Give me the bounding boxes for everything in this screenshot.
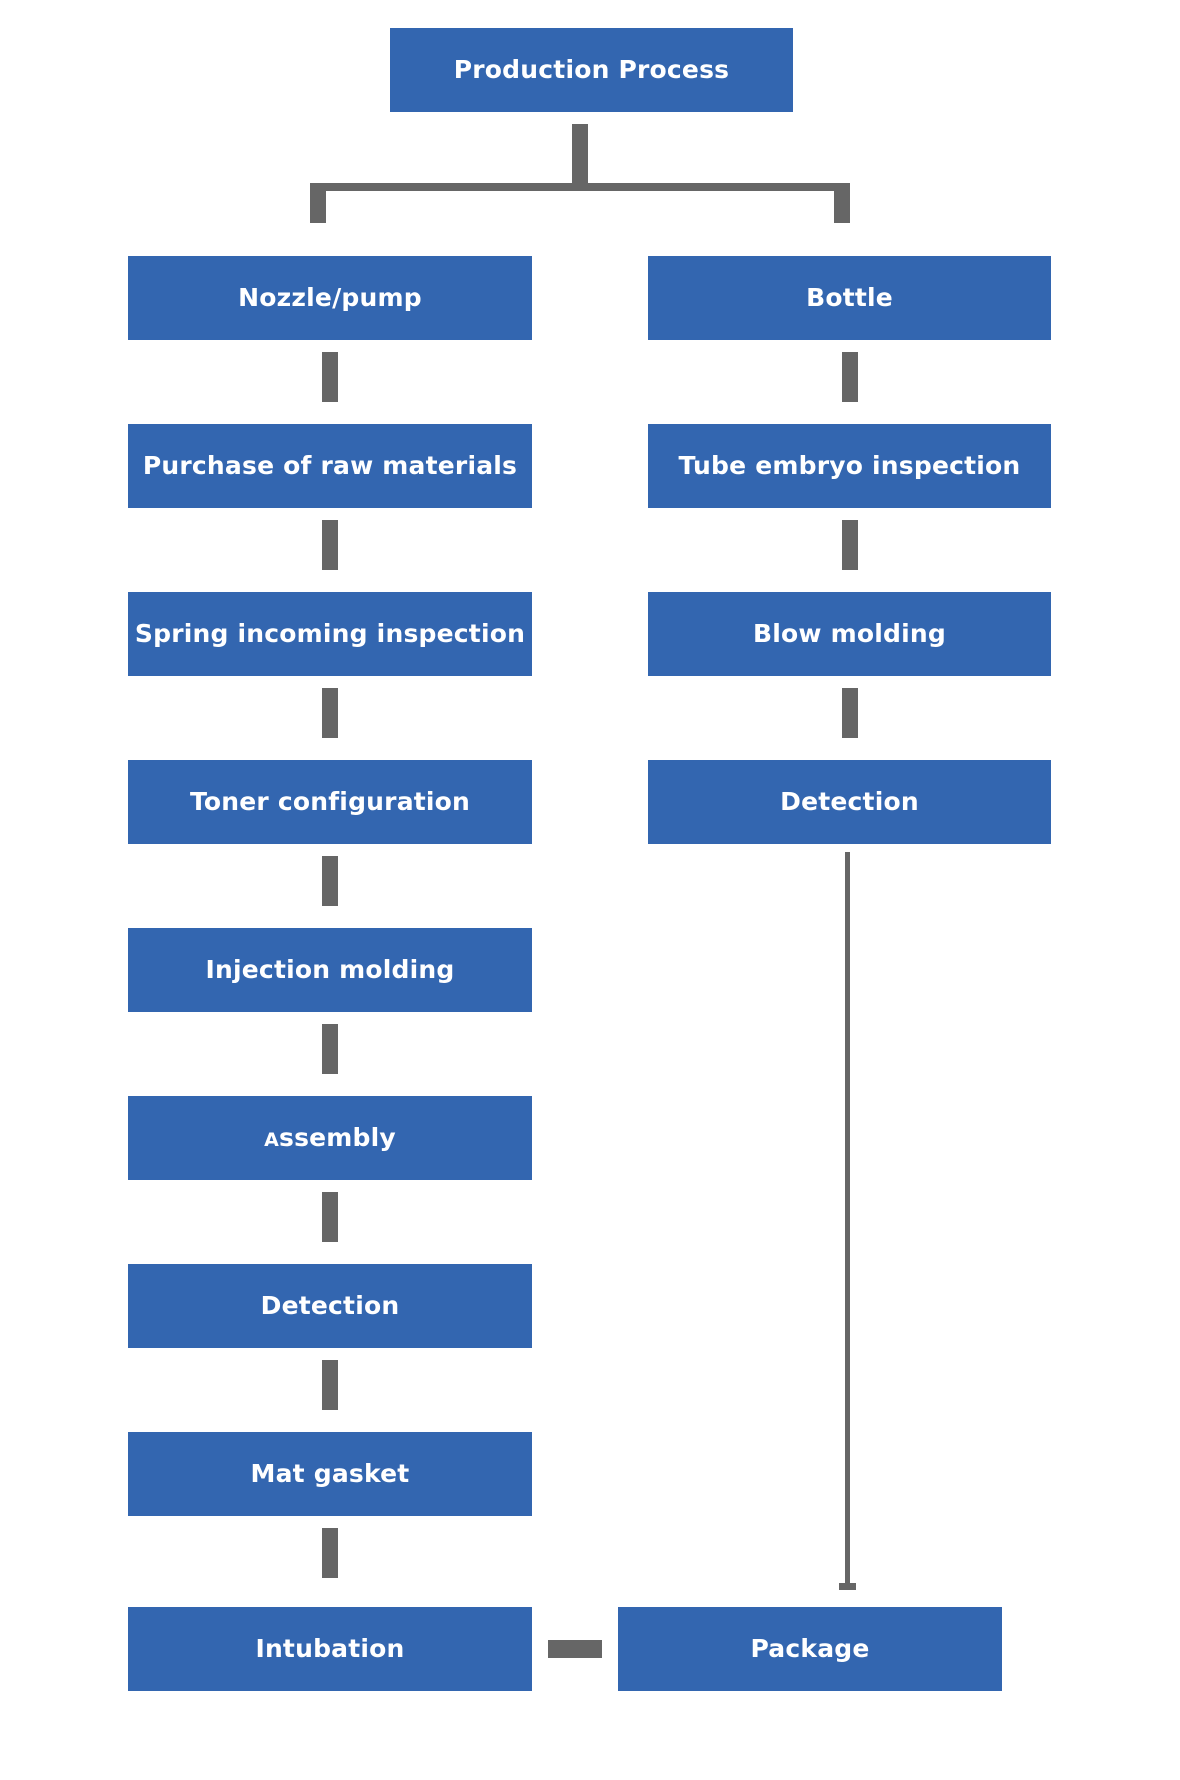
- connector-root-stub: [572, 124, 588, 183]
- node-bottle[interactable]: Bottle: [648, 256, 1051, 340]
- connector-purchase-to-spring: [322, 520, 338, 570]
- node-detection-left-label: Detection: [260, 1291, 400, 1320]
- node-assembly[interactable]: Assembly: [128, 1096, 532, 1180]
- node-intubation[interactable]: Intubation: [128, 1607, 532, 1691]
- node-nozzle-pump[interactable]: Nozzle/pump: [128, 256, 532, 340]
- node-spring-incoming-inspection[interactable]: Spring incoming inspection: [128, 592, 532, 676]
- node-blow-molding[interactable]: Blow molding: [648, 592, 1051, 676]
- node-injection-molding-label: Injection molding: [205, 955, 455, 984]
- connector-split-right-descender: [834, 183, 850, 223]
- node-detection-right[interactable]: Detection: [648, 760, 1051, 844]
- node-purchase-of-raw-materials[interactable]: Purchase of raw materials: [128, 424, 532, 508]
- connector-detection-to-package-arrowhead: [839, 1583, 856, 1590]
- connector-split-bar: [310, 183, 850, 191]
- node-spring-incoming-inspection-label: Spring incoming inspection: [134, 619, 526, 648]
- connector-spring-to-toner: [322, 688, 338, 738]
- node-mat-gasket[interactable]: Mat gasket: [128, 1432, 532, 1516]
- connector-nozzle-to-purchase: [322, 352, 338, 402]
- node-detection-left[interactable]: Detection: [128, 1264, 532, 1348]
- connector-injection-to-assembly: [322, 1024, 338, 1074]
- node-purchase-of-raw-materials-label: Purchase of raw materials: [142, 451, 518, 480]
- node-bottle-label: Bottle: [806, 283, 893, 312]
- connector-toner-to-injection: [322, 856, 338, 906]
- node-assembly-label: Assembly: [264, 1123, 396, 1153]
- node-production-process[interactable]: Production Process: [390, 28, 793, 112]
- node-detection-right-label: Detection: [780, 787, 919, 816]
- node-package[interactable]: Package: [618, 1607, 1002, 1691]
- node-tube-embryo-inspection[interactable]: Tube embryo inspection: [648, 424, 1051, 508]
- connector-tube-embryo-to-blow-molding: [842, 520, 858, 570]
- node-mat-gasket-label: Mat gasket: [250, 1459, 410, 1488]
- node-toner-configuration[interactable]: Toner configuration: [128, 760, 532, 844]
- node-blow-molding-label: Blow molding: [753, 619, 946, 648]
- connector-blow-molding-to-detection: [842, 688, 858, 738]
- connector-bottle-to-tube-embryo: [842, 352, 858, 402]
- connector-assembly-to-detection: [322, 1192, 338, 1242]
- connector-detection-to-mat-gasket: [322, 1360, 338, 1410]
- connector-intubation-to-package: [548, 1640, 602, 1658]
- node-injection-molding[interactable]: Injection molding: [128, 928, 532, 1012]
- node-intubation-label: Intubation: [255, 1634, 405, 1663]
- node-toner-configuration-label: Toner configuration: [189, 787, 471, 816]
- connector-detection-to-package-line: [845, 852, 850, 1583]
- connector-mat-gasket-to-intubation: [322, 1528, 338, 1578]
- node-nozzle-pump-label: Nozzle/pump: [238, 283, 422, 312]
- node-tube-embryo-inspection-label: Tube embryo inspection: [678, 451, 1021, 480]
- node-assembly-label-initial: A: [264, 1129, 279, 1151]
- node-production-process-label: Production Process: [453, 55, 730, 84]
- node-assembly-label-rest: ssembly: [278, 1123, 396, 1152]
- node-package-label: Package: [750, 1634, 870, 1663]
- connector-split-left-descender: [310, 183, 326, 223]
